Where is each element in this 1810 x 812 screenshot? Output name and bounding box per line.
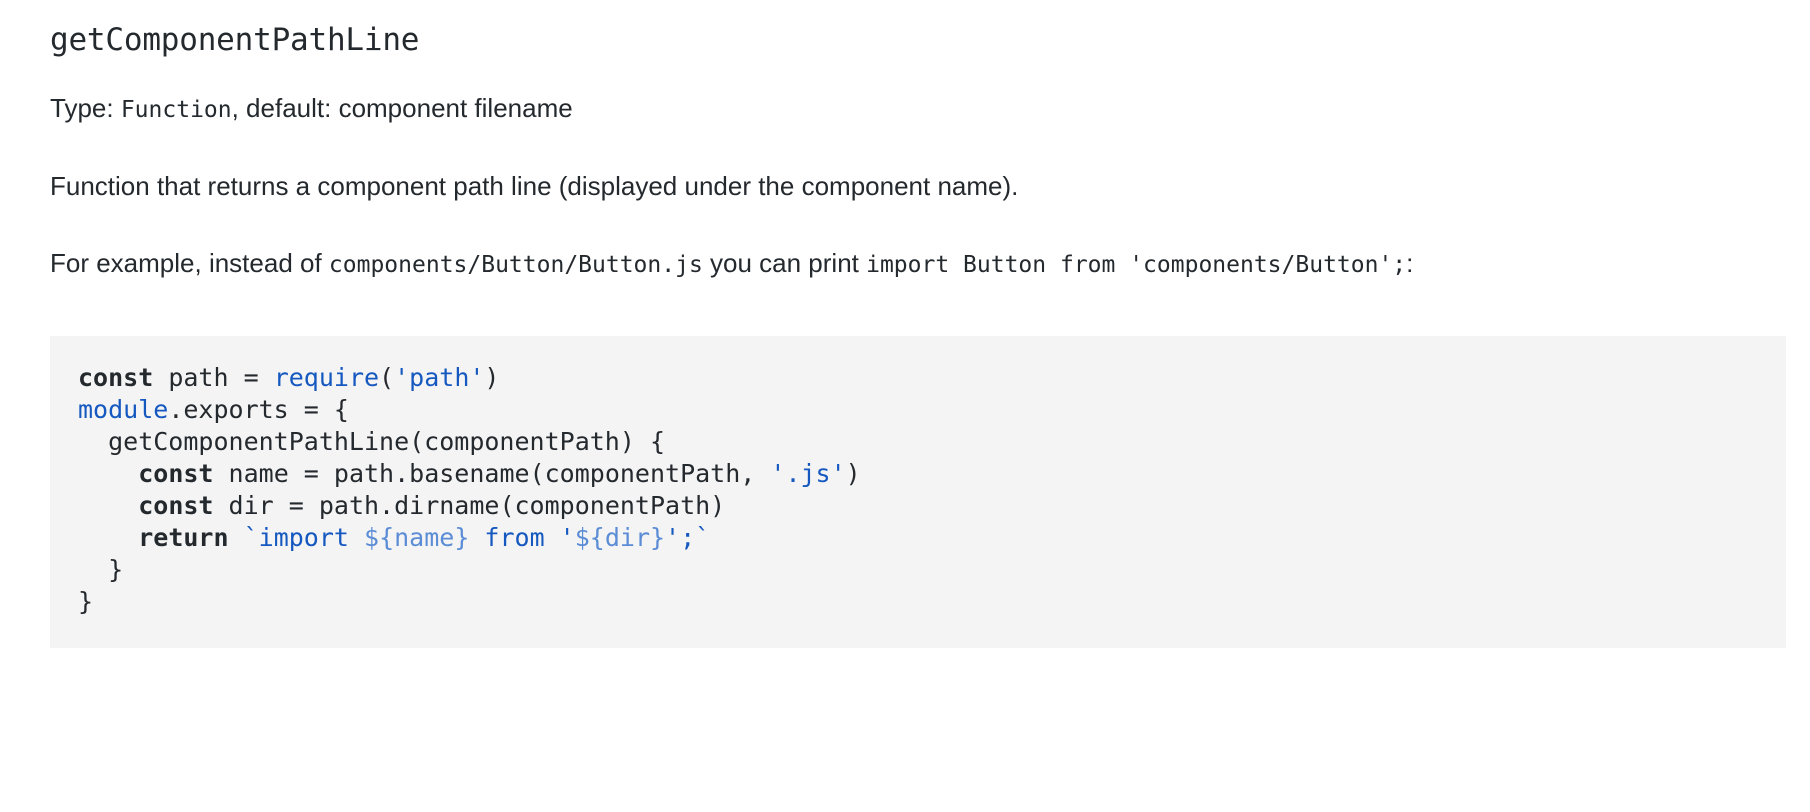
- example-lead: For example, instead of: [50, 248, 329, 279]
- code-token: ${name}: [364, 522, 470, 552]
- example-paragraph: For example, instead of components/Butto…: [50, 206, 1760, 284]
- code-token: ';`: [665, 522, 711, 552]
- page-title: getComponentPathLine: [50, 22, 420, 58]
- code-token: getComponentPathLine(componentPath) {: [78, 426, 665, 456]
- type-label: Type:: [50, 93, 121, 124]
- type-value-code: Function: [120, 97, 232, 124]
- example-code-before: components/Button/Button.js: [328, 252, 703, 279]
- example-trailing: :: [1406, 248, 1414, 279]
- code-token: '.js': [770, 458, 846, 488]
- code-token: ${dir}: [574, 522, 666, 552]
- type-line: Type: Function, default: component filen…: [50, 59, 1760, 129]
- code-token: return: [138, 522, 229, 552]
- example-middle: you can print: [702, 248, 867, 279]
- code-token: }: [78, 586, 94, 616]
- code-token: `import: [243, 522, 365, 552]
- code-token: const: [138, 490, 214, 520]
- code-token: ): [484, 362, 500, 392]
- code-token: 'path': [394, 362, 485, 392]
- code-token: [229, 523, 244, 552]
- code-token: }: [78, 554, 124, 584]
- code-token: const: [78, 362, 154, 392]
- code-token: [78, 459, 138, 488]
- code-token: .exports = {: [168, 394, 349, 424]
- code-token: [78, 491, 138, 520]
- type-default: , default: component filename: [231, 93, 573, 124]
- code-token: const: [138, 458, 214, 488]
- code-token: from ': [469, 522, 575, 552]
- code-token: [78, 523, 138, 552]
- code-token: name = path.basename(componentPath,: [213, 458, 771, 488]
- code-token: path =: [153, 362, 274, 392]
- code-token: dir = path.dirname(componentPath): [213, 490, 726, 520]
- description-paragraph: Function that returns a component path l…: [50, 170, 1019, 201]
- code-token: (: [379, 362, 395, 392]
- documentation-page: getComponentPathLine Type: Function, def…: [50, 22, 1786, 648]
- code-token: require: [273, 362, 380, 392]
- code-block[interactable]: const path = require('path') module.expo…: [50, 335, 1786, 648]
- example-code-after: import Button from 'components/Button';: [866, 252, 1407, 279]
- code-block-content[interactable]: const path = require('path') module.expo…: [78, 362, 1758, 618]
- code-token: module: [78, 394, 169, 424]
- code-token: ): [845, 458, 861, 488]
